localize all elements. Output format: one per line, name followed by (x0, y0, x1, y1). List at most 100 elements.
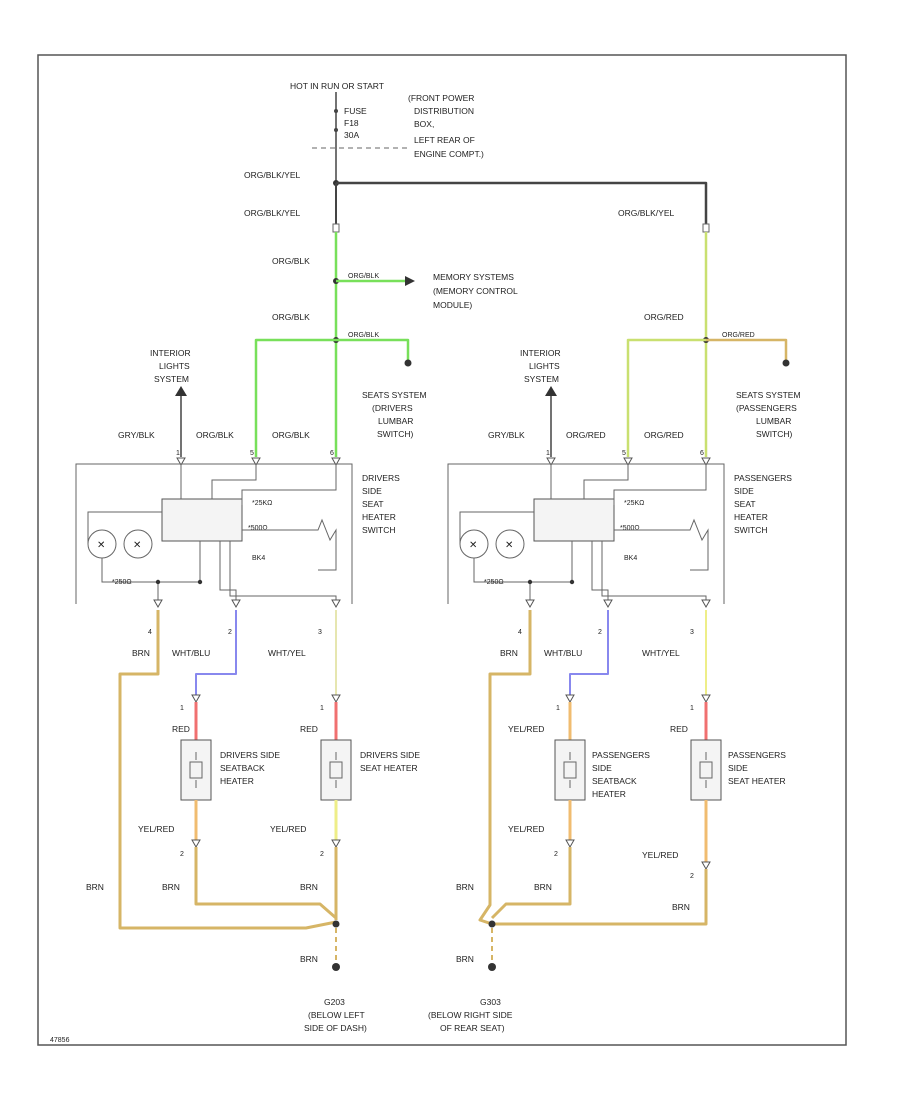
wire-label-org-blk-2: ORG/BLK (272, 312, 310, 322)
drivers-seatback-ground-wire (194, 847, 337, 920)
passengers-pin1-connector-icon (546, 457, 556, 467)
drivers-pin1-connector-icon (176, 457, 186, 467)
passengers-seatback-label-3: SEATBACK (592, 776, 637, 786)
passengers-seat-label-1: PASSENGERS (728, 750, 786, 760)
passengers-switch-label-3: SEAT (734, 499, 756, 509)
pdb-label-line5: ENGINE COMPT.) (414, 149, 484, 159)
ground-left-loc-2: SIDE OF DASH) (304, 1023, 367, 1033)
passengers-switch-label-4: HEATER (734, 512, 768, 522)
passengers-switch-label-1: PASSENGERS (734, 473, 792, 483)
wire-label-brn-drivers-3: BRN (300, 882, 318, 892)
splice-ground-left (332, 920, 340, 928)
passengers-lamp-2-glyph: ✕ (505, 540, 513, 551)
passengers-lumbar-label-2: (PASSENGERS (736, 403, 797, 413)
wire-label-passengers-lumbar: ORG/RED (722, 332, 755, 339)
connector-right-main (702, 223, 710, 233)
drivers-seat-out-conn-icon (331, 839, 341, 849)
wire-label-red-seat: RED (300, 724, 318, 734)
diagram-border (37, 54, 847, 1046)
drivers-seatback-label-3: HEATER (220, 776, 254, 786)
drivers-seatback-heater-element (180, 739, 212, 801)
drivers-relay-label: BK4 (252, 555, 265, 562)
fuse-terminal-top (334, 109, 338, 113)
wire-label-brn-ground-left: BRN (300, 954, 318, 964)
pin-label-passengers-1: 1 (546, 450, 550, 457)
drivers-lumbar-label-3: LUMBAR (378, 416, 413, 426)
passengers-lumbar-label-1: SEATS SYSTEM (736, 390, 801, 400)
passengers-node-1 (527, 579, 533, 585)
ground-right-loc-1: (BELOW RIGHT SIDE (428, 1010, 513, 1020)
pin-label-drivers-4: 4 (148, 629, 152, 636)
fuse-terminal-bottom (334, 128, 338, 132)
passengers-switch-housing (447, 463, 725, 604)
drivers-switch-label-5: SWITCH (362, 525, 396, 535)
interior-lights-right-label-1: INTERIOR (520, 348, 561, 358)
interior-lights-left-label-2: LIGHTS (159, 361, 190, 371)
wire-label-yel-red-p-top: YEL/RED (508, 724, 544, 734)
pin-label-seat-1: 1 (320, 705, 324, 712)
passengers-seatback-label-1: PASSENGERS (592, 750, 650, 760)
power-bus-right-wire (336, 181, 708, 228)
pin-label-passengers-5: 5 (622, 450, 626, 457)
wire-label-org-red-3: ORG/RED (644, 430, 684, 440)
passengers-pin6-connector-icon (701, 457, 711, 467)
passengers-lumbar-terminal (782, 359, 790, 367)
drivers-pin5-connector-icon (251, 457, 261, 467)
drivers-indicator-lamp-2-icon (123, 529, 153, 559)
passengers-seatback-label-2: SIDE (592, 763, 612, 773)
drivers-seat-label-1: DRIVERS SIDE (360, 750, 420, 760)
passengers-seatback-conn-icon (565, 694, 575, 704)
wire-label-wht-yel-drivers: WHT/YEL (268, 648, 306, 658)
wire-label-gry-blk-left: GRY/BLK (118, 430, 155, 440)
passengers-switch-label-2: SIDE (734, 486, 754, 496)
splice-ground-right (488, 920, 496, 928)
ground-left-terminal-icon (332, 963, 340, 971)
drivers-seatback-label-1: DRIVERS SIDE (220, 750, 280, 760)
pin-label-passengers-6: 6 (700, 450, 704, 457)
pdb-label-line3: BOX, (414, 119, 434, 129)
pdb-label-line2: DISTRIBUTION (414, 106, 474, 116)
drivers-switch-label-1: DRIVERS (362, 473, 400, 483)
passengers-seat-ground-wire (492, 869, 708, 926)
passengers-out-1 (529, 541, 573, 600)
drivers-out-3 (229, 541, 337, 600)
drivers-seat-label-2: SEAT HEATER (360, 763, 418, 773)
drivers-switch-label-4: HEATER (362, 512, 396, 522)
passengers-pin4-connector-icon (525, 599, 535, 609)
interior-lights-right-label-3: SYSTEM (524, 374, 559, 384)
ground-right-loc-2: OF REAR SEAT) (440, 1023, 505, 1033)
drivers-out-2 (219, 541, 237, 600)
drivers-wht-blu-wire (195, 610, 237, 695)
wire-label-brn-passengers-2: BRN (534, 882, 552, 892)
wire-label-org-blk-yel-1: ORG/BLK/YEL (244, 170, 300, 180)
fuse-rating-label: 30A (344, 130, 359, 140)
pin-label-p-seat-1: 1 (690, 705, 694, 712)
ground-left-id: G203 (324, 997, 345, 1007)
wire-label-wht-blu-passengers: WHT/BLU (544, 648, 582, 658)
passengers-seat-label-2: SIDE (728, 763, 748, 773)
pin-label-drivers-3: 3 (318, 629, 322, 636)
passengers-seat-out-conn-icon (701, 861, 711, 871)
memory-module-label-2: (MEMORY CONTROL (433, 286, 518, 296)
passengers-pin5-connector-icon (623, 457, 633, 467)
interior-lights-left-label-1: INTERIOR (150, 348, 191, 358)
fuse-name-label: FUSE (344, 106, 367, 116)
pin-label-passengers-3: 3 (690, 629, 694, 636)
drivers-pin6-internal (241, 465, 337, 505)
drivers-seatback-conn-icon (191, 694, 201, 704)
passengers-res-500: *500Ω (620, 525, 640, 532)
drivers-seat-conn-icon (331, 694, 341, 704)
passengers-lumbar-feed-wire (706, 338, 788, 360)
drivers-lamp-2-glyph: ✕ (133, 540, 141, 551)
passengers-out-2 (591, 541, 609, 600)
passengers-indicator-lamp-2-icon (495, 529, 525, 559)
drivers-switch-label-2: SIDE (362, 486, 382, 496)
drivers-pin5-internal (211, 465, 257, 499)
drivers-seatback-label-2: SEATBACK (220, 763, 265, 773)
wire-label-brn-passengers-1: BRN (456, 882, 474, 892)
pin-label-p-seatback-1: 1 (556, 705, 560, 712)
connector-left-main (332, 223, 340, 233)
power-source-label: HOT IN RUN OR START (290, 81, 384, 91)
drivers-switch-label-3: SEAT (362, 499, 384, 509)
